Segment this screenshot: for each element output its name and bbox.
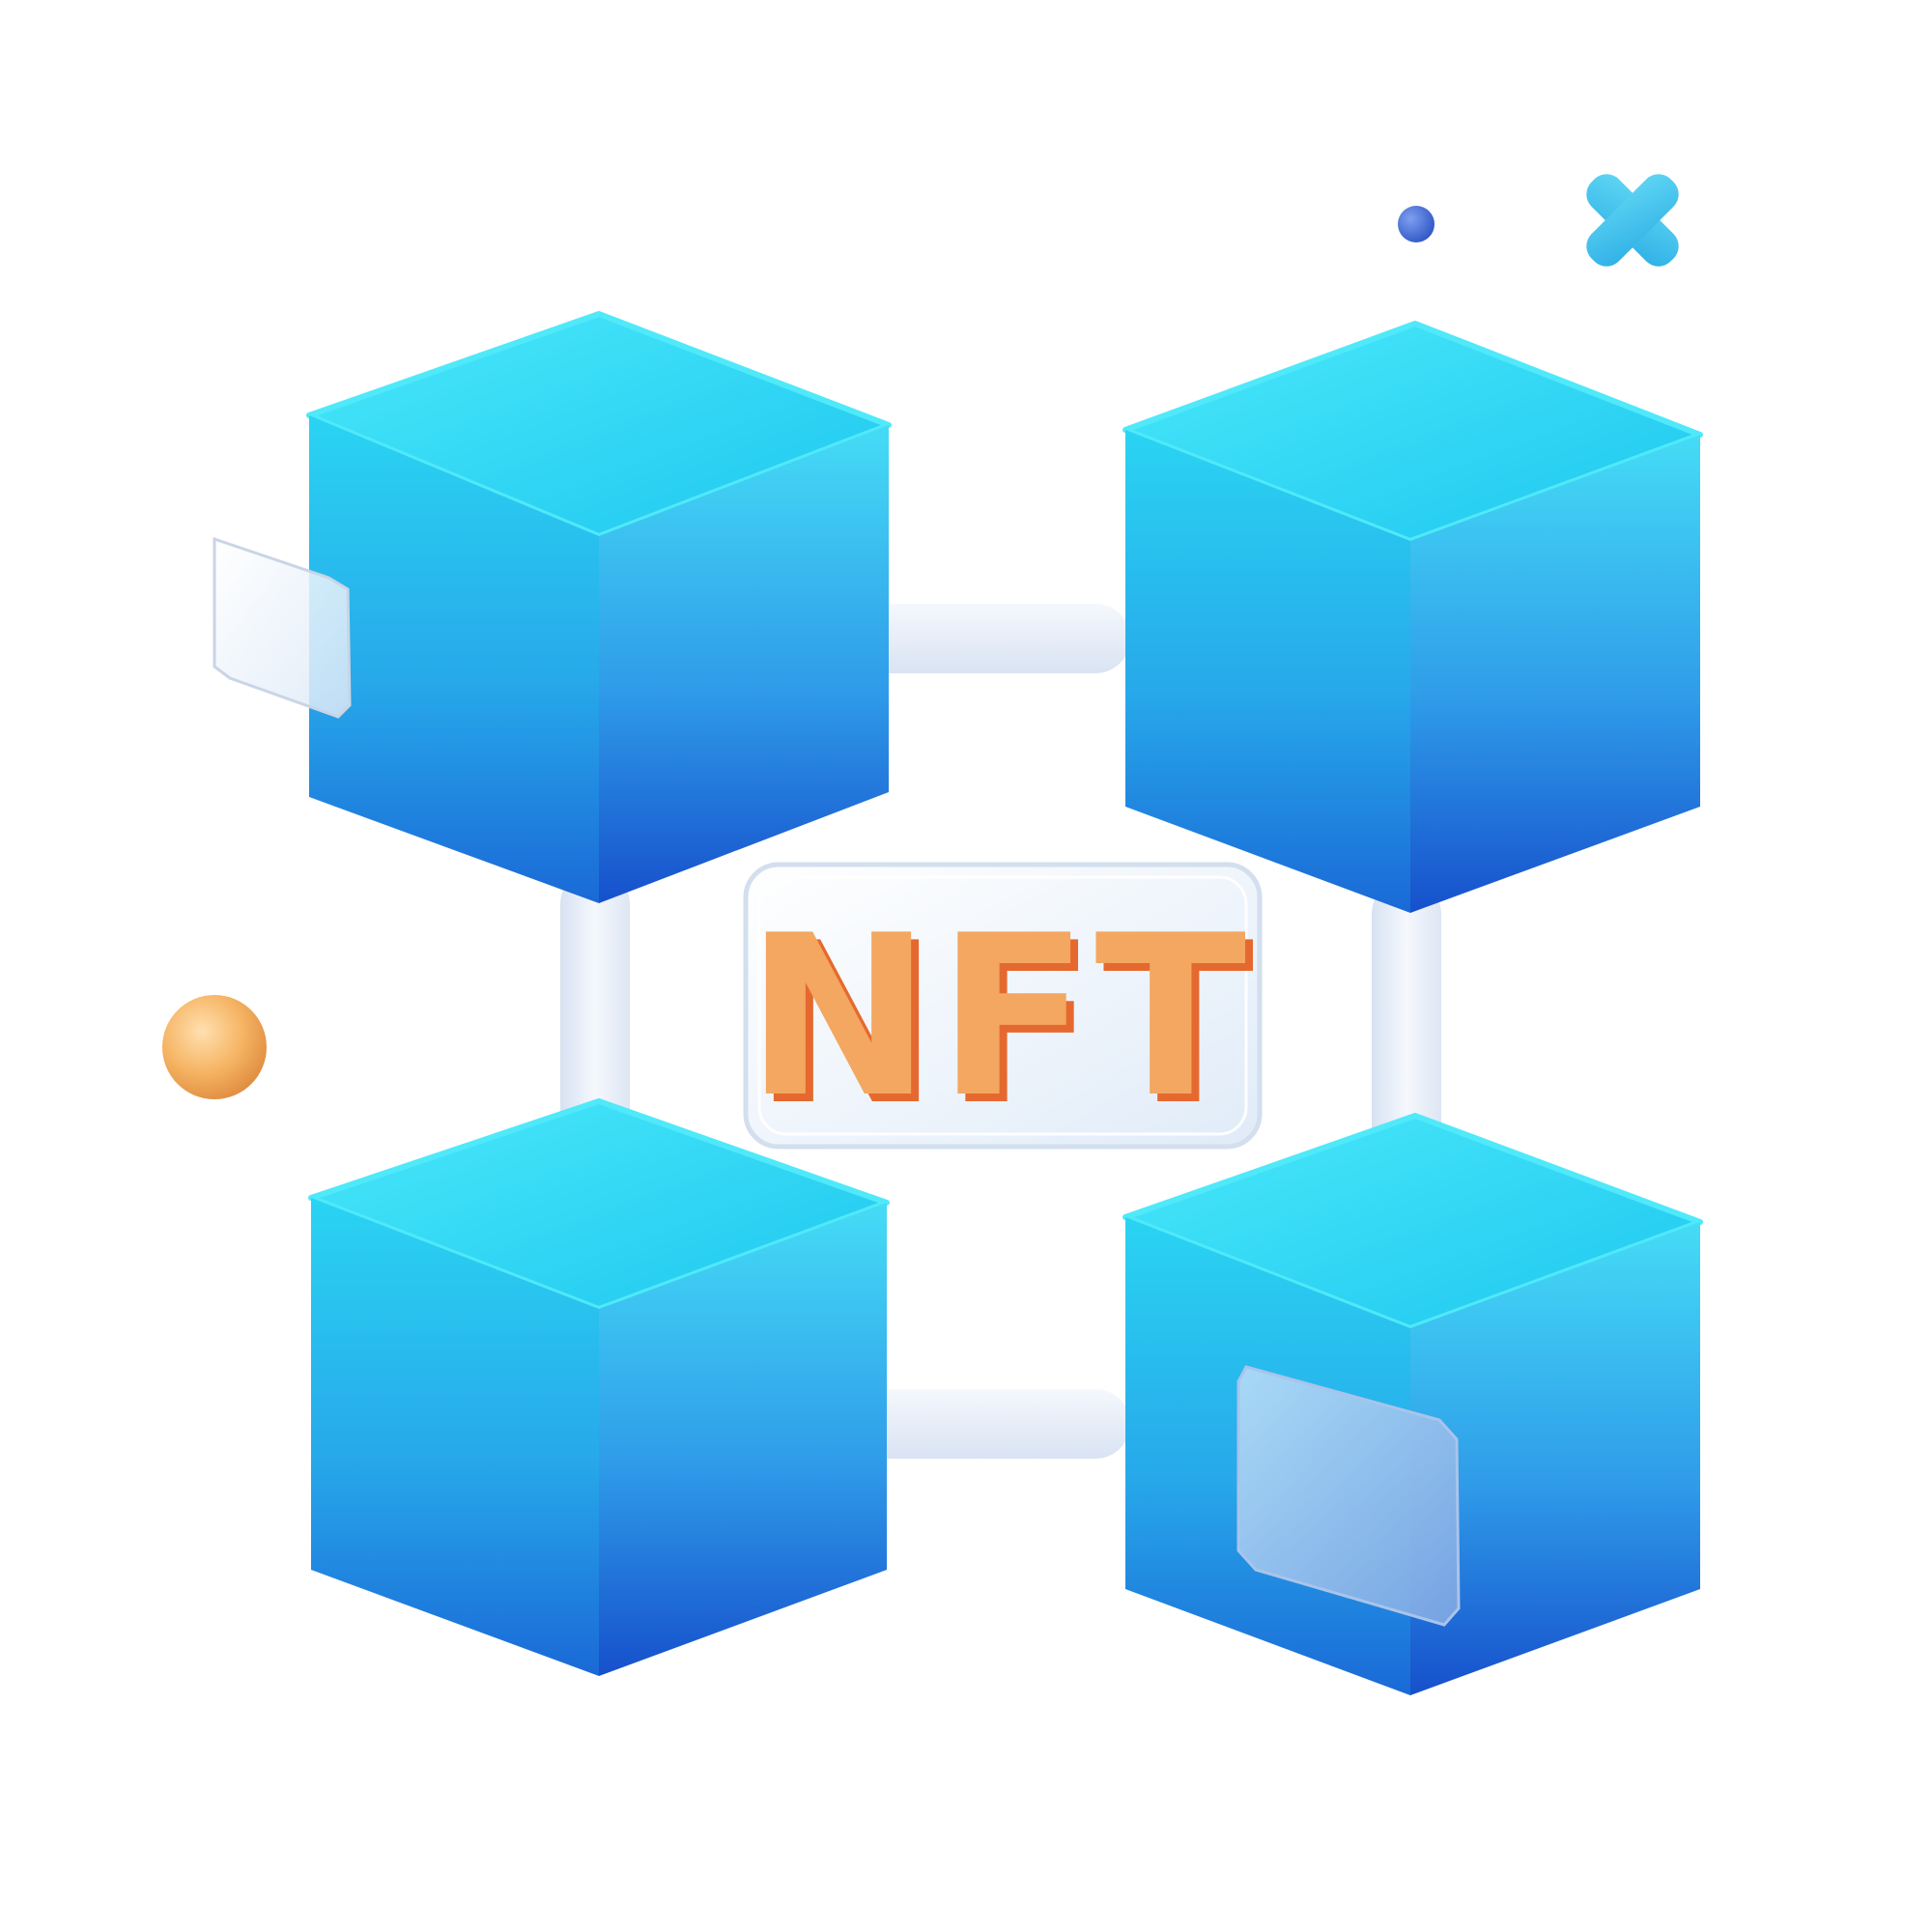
cube-top-left <box>306 311 892 903</box>
cube-top-right <box>1122 321 1703 913</box>
dot-icon <box>1398 206 1435 242</box>
cube-bottom-left <box>308 1098 890 1676</box>
cross-icon <box>1586 174 1679 267</box>
svg-text:NFT: NFT <box>753 896 1261 1154</box>
nft-label: NFT <box>746 889 1253 1147</box>
glass-tag-icon <box>1236 1365 1461 1627</box>
nft-panel: NFT NFT <box>743 862 1263 1154</box>
glass-tag-icon <box>213 536 352 719</box>
sphere-icon <box>162 995 267 1099</box>
